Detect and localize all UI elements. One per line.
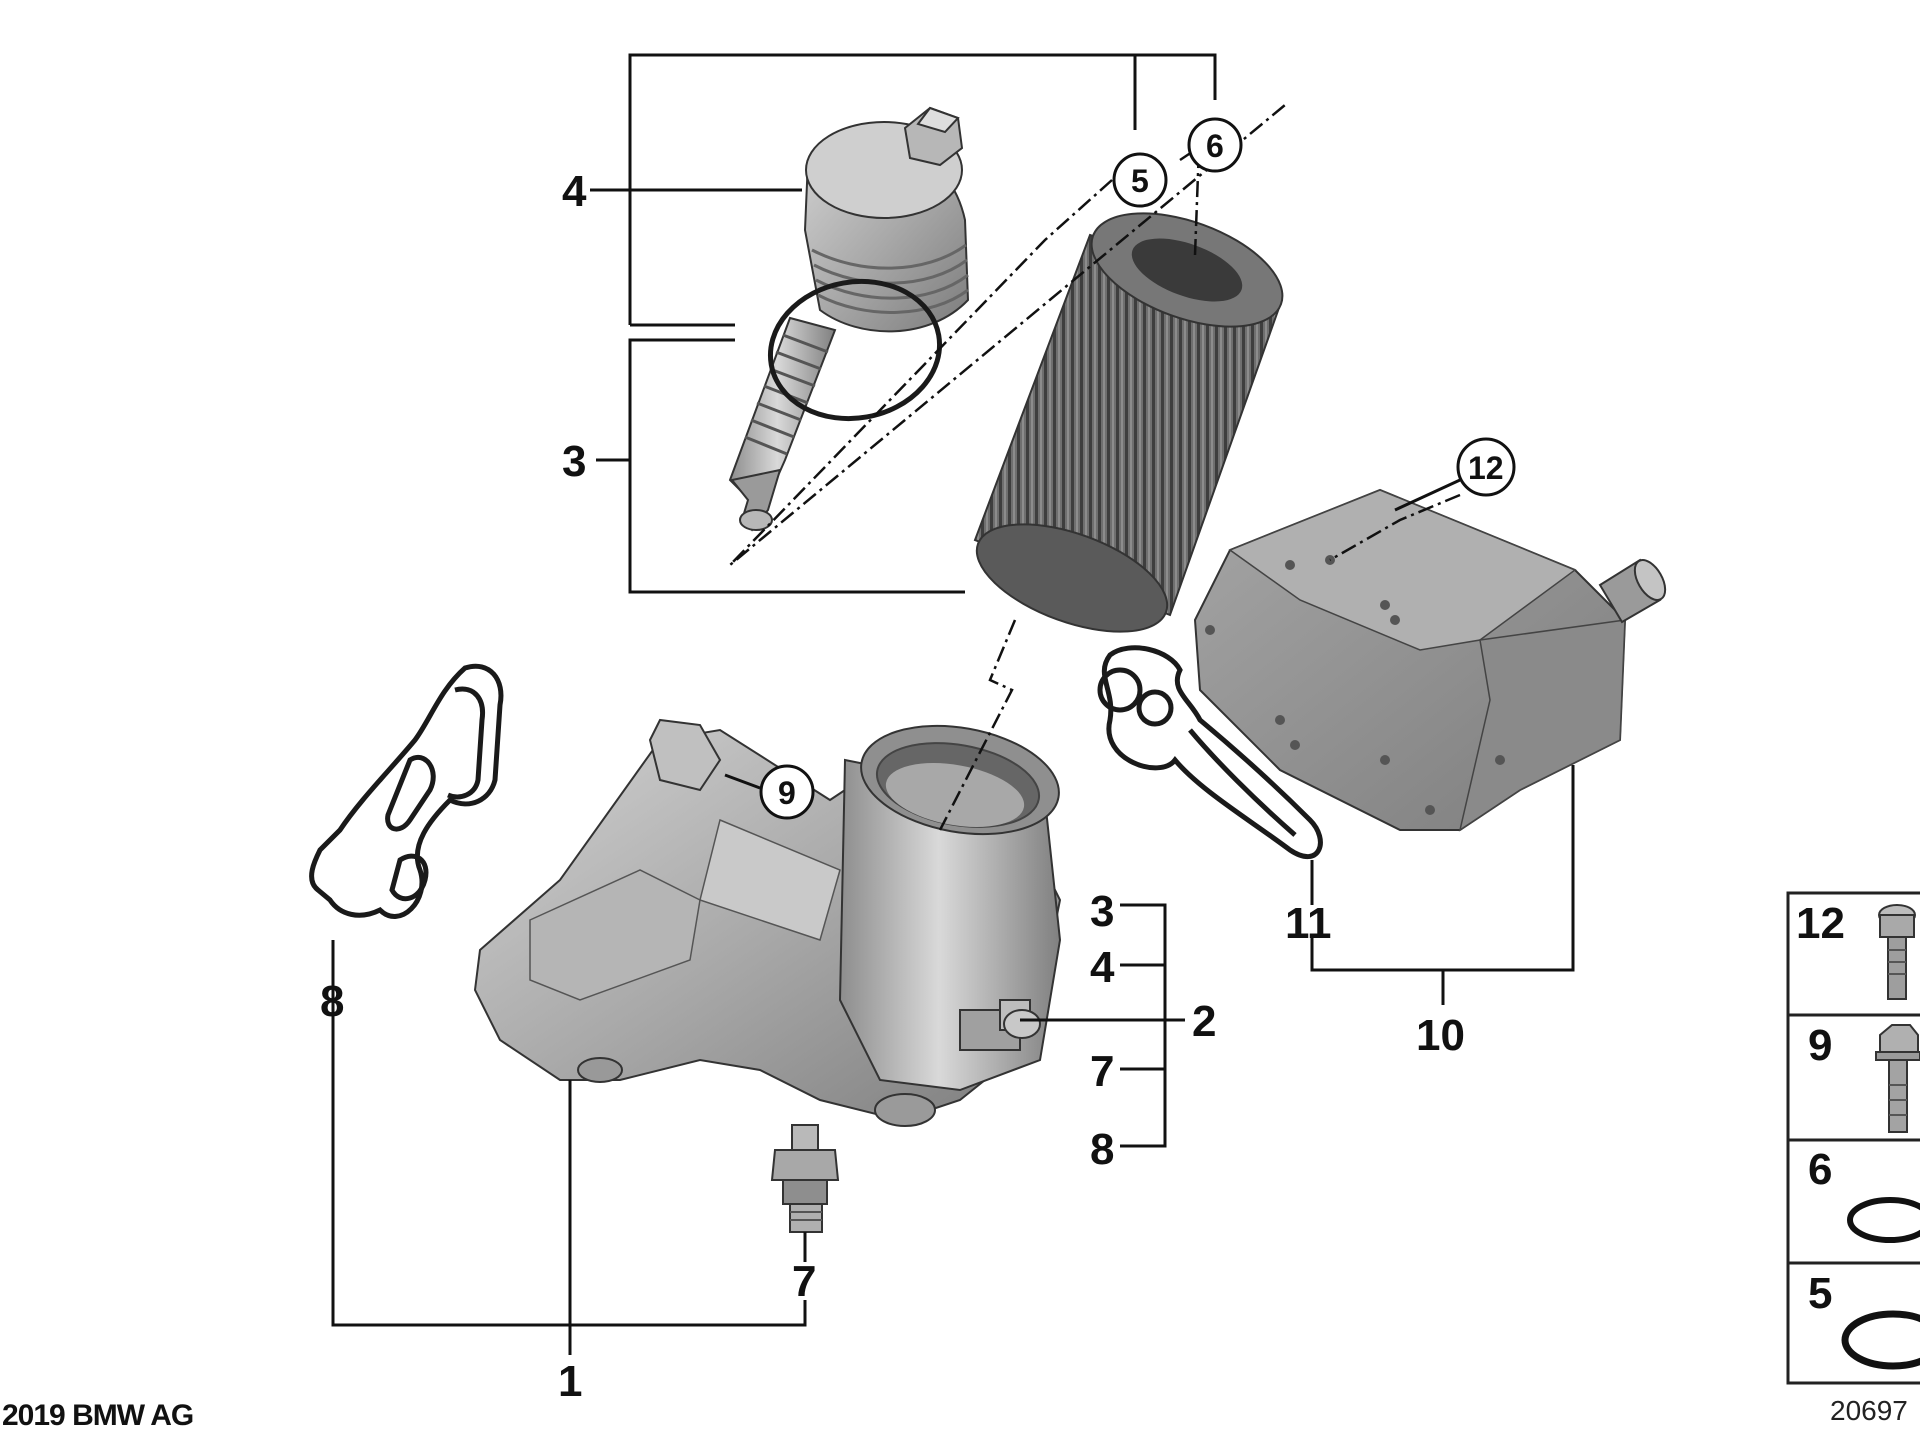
torx-screw-icon [1878, 904, 1916, 1000]
diagram-image-number: 20697 [1830, 1395, 1908, 1426]
label-11: 11 [1285, 899, 1332, 948]
callout-labels: 1 2 3 4 5 6 7 8 9 10 11 12 3 4 7 8 [320, 128, 1504, 1406]
label-10: 10 [1416, 1011, 1465, 1060]
hex-flange-bolt-icon [1875, 1024, 1920, 1133]
callout-circles [759, 117, 1516, 820]
label-5-circled: 5 [1131, 163, 1149, 199]
label-7-bottom: 7 [792, 1257, 816, 1306]
legend-6-label: 6 [1808, 1145, 1832, 1194]
oil-pressure-switch-part [770, 1124, 840, 1233]
label-12-circled: 12 [1468, 450, 1504, 486]
oil-filter-cap-part [728, 106, 970, 532]
label-4-top: 4 [562, 167, 587, 216]
cooler-gasket-part [1097, 645, 1323, 859]
label-3-top: 3 [562, 437, 586, 486]
oil-cooler-part [1193, 488, 1667, 832]
label-1: 1 [558, 1357, 582, 1406]
label-3-list: 3 [1090, 887, 1114, 936]
label-9-circled: 9 [778, 775, 796, 811]
label-7-list: 7 [1090, 1047, 1114, 1096]
legend-9-label: 9 [1808, 1021, 1832, 1070]
leader-lines [331, 53, 1575, 1355]
label-8-left: 8 [320, 977, 344, 1026]
label-8-list: 8 [1090, 1125, 1114, 1174]
o-ring-large-icon [1841, 1310, 1920, 1370]
label-6-circled: 6 [1206, 128, 1224, 164]
copyright-notice: 2019 BMW AG [2, 1399, 193, 1432]
oil-filter-element-part [973, 212, 1284, 633]
legend-5-label: 5 [1808, 1269, 1832, 1318]
hardware-legend: 12 9 6 5 [1786, 891, 1920, 1385]
oil-filter-housing-part [473, 718, 1062, 1127]
o-ring-small-icon [1847, 1197, 1920, 1243]
label-4-list: 4 [1090, 943, 1115, 992]
label-2: 2 [1192, 997, 1216, 1046]
legend-12-label: 12 [1796, 899, 1845, 948]
housing-gasket-part [309, 663, 504, 919]
